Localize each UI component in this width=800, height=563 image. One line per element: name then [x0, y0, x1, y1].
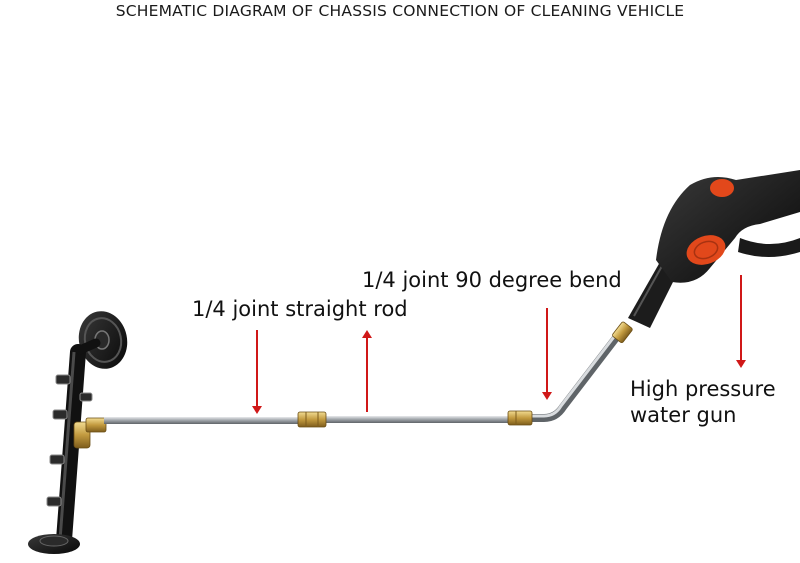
top-wheel	[78, 311, 128, 369]
straight-rod	[104, 411, 510, 428]
gun-side-knob	[686, 235, 726, 265]
label-straight-rod: 1/4 joint straight rod	[192, 297, 408, 321]
label-water-gun-line1: High pressure	[630, 377, 776, 401]
label-90-degree-bend: 1/4 joint 90 degree bend	[362, 268, 622, 292]
diagram-title: SCHEMATIC DIAGRAM OF CHASSIS CONNECTION …	[115, 2, 685, 20]
gun-top-button	[710, 179, 734, 197]
bend-coupler	[507, 410, 533, 426]
label-water-gun: High pressure water gun	[630, 376, 776, 428]
middle-coupler	[297, 411, 327, 428]
bottom-wheel	[28, 534, 80, 554]
label-water-gun-line2: water gun	[630, 403, 737, 427]
undercarriage-cleaner	[28, 311, 128, 554]
brass-connector	[73, 417, 107, 449]
bend-rod	[507, 321, 633, 426]
nozzles	[46, 374, 93, 507]
water-gun	[628, 170, 800, 328]
gun-coupler	[612, 321, 633, 343]
annotation-arrows	[252, 275, 746, 414]
